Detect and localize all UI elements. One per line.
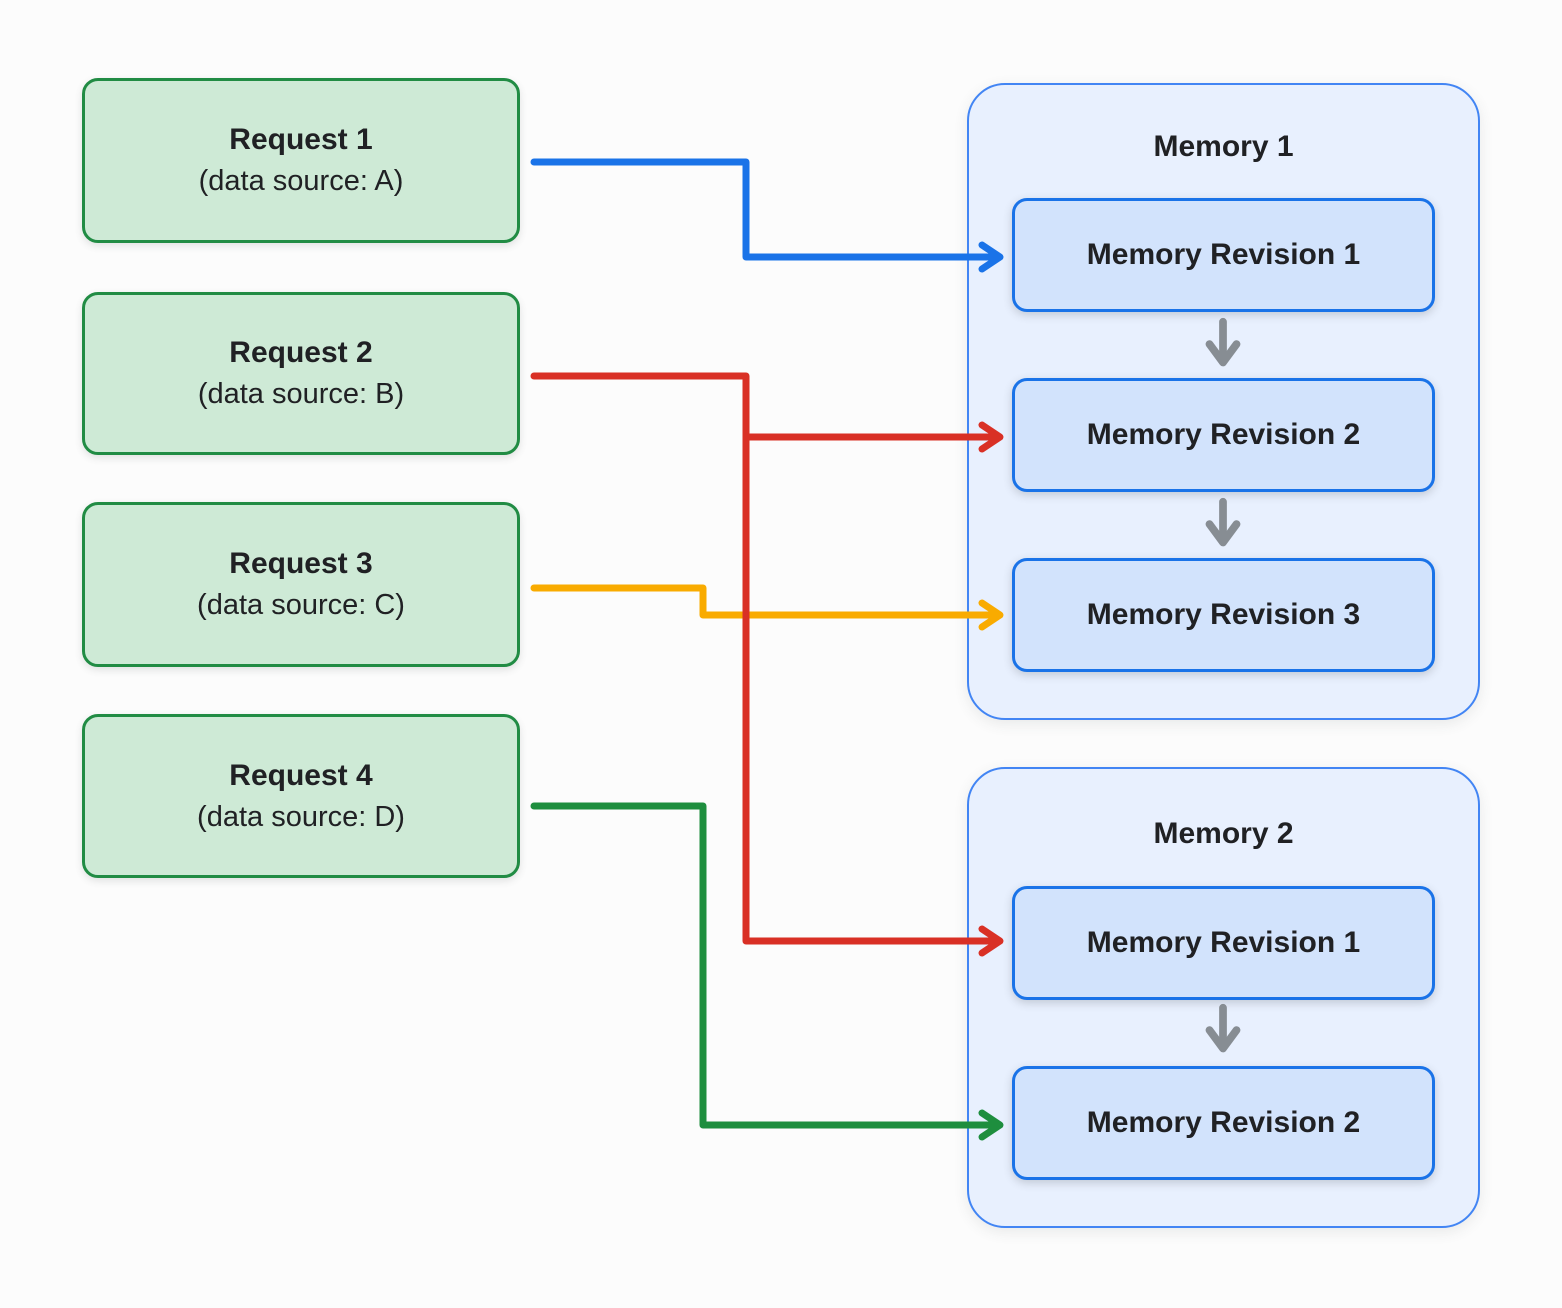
down-arrow-icon	[1205, 1003, 1241, 1053]
request-4-to-memory-2-revision-2-line	[530, 802, 1002, 1129]
request-2-to-memory-2-revision-1-line	[530, 372, 1002, 945]
request-4-subtitle: (data source: D)	[197, 800, 405, 833]
request-1-box: Request 1 (data source: A)	[82, 78, 520, 243]
memory-1-title: Memory 1	[1153, 130, 1294, 163]
request-4-box: Request 4 (data source: D)	[82, 714, 520, 878]
request-1-title: Request 1	[229, 123, 373, 156]
memory-1-panel: Memory 1 Memory Revision 1 Memory Revisi…	[967, 83, 1480, 720]
memory-2-revision-1-box: Memory Revision 1	[1012, 886, 1435, 1000]
memory-2-panel: Memory 2 Memory Revision 1 Memory Revisi…	[967, 767, 1480, 1228]
request-1-to-memory-1-revision-1-line	[530, 158, 1002, 261]
request-4-title: Request 4	[229, 758, 373, 792]
down-arrow-icon	[1205, 497, 1241, 547]
memory-1-revision-2-box: Memory Revision 2	[1012, 378, 1435, 492]
request-1-subtitle: (data source: A)	[198, 165, 404, 197]
memory-2-revision-2-box: Memory Revision 2	[1012, 1066, 1435, 1180]
memory-1-revision-1-box: Memory Revision 1	[1012, 198, 1435, 312]
request-2-title: Request 2	[229, 336, 373, 369]
request-3-box: Request 3 (data source: C)	[82, 502, 520, 667]
request-3-title: Request 3	[229, 547, 373, 580]
request-3-subtitle: (data source: C)	[197, 589, 405, 621]
request-2-subtitle: (data source: B)	[197, 378, 405, 410]
memory-1-revision-3-box: Memory Revision 3	[1012, 558, 1435, 672]
request-2-box: Request 2 (data source: B)	[82, 292, 520, 455]
request-3-to-memory-1-revision-3-line	[530, 584, 1002, 619]
memory-2-title: Memory 2	[1153, 817, 1294, 850]
down-arrow-icon	[1205, 317, 1241, 367]
